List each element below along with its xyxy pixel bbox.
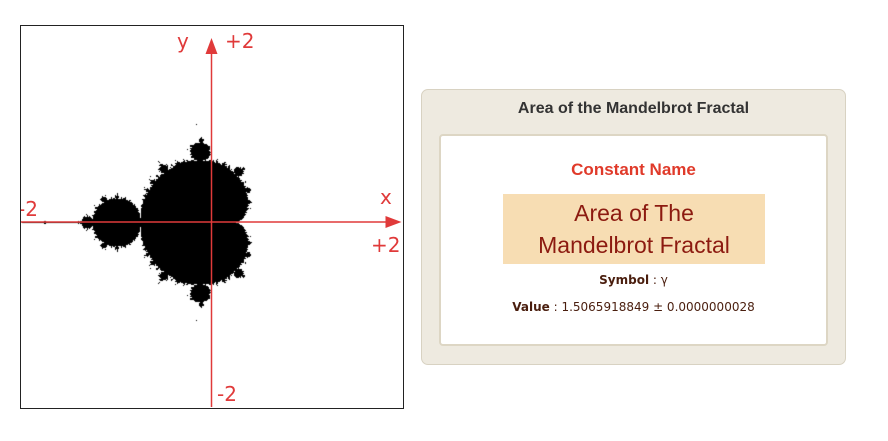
x-min-label: -2 [21, 197, 38, 221]
y-max-label: +2 [225, 29, 254, 53]
constant-info-card: Area of the Mandelbrot Fractal Constant … [421, 89, 846, 365]
y-axis-name: y [177, 29, 189, 53]
y-min-label: -2 [217, 382, 237, 406]
axes-overlay: y +2 -2 x +2 -2 [21, 29, 402, 407]
mandelbrot-diagram: y +2 -2 x +2 -2 [20, 25, 404, 409]
symbol-separator: : [649, 273, 661, 287]
x-axis-arrowhead [385, 216, 402, 228]
constant-name-box: Area of The Mandelbrot Fractal [503, 194, 765, 264]
value-key: Value [512, 300, 550, 314]
symbol-row: Symbol : γ [441, 273, 826, 287]
y-axis-arrowhead [205, 38, 218, 54]
value-row: Value : 1.5065918849 ± 0.0000000028 [441, 300, 826, 314]
x-max-label: +2 [371, 233, 400, 257]
card-title: Area of the Mandelbrot Fractal [517, 100, 750, 117]
value-separator: : [549, 300, 562, 314]
symbol-key: Symbol [599, 273, 650, 287]
section-label: Constant Name [571, 160, 696, 179]
x-axis-name: x [380, 185, 392, 209]
constant-name: Area of The Mandelbrot Fractal [538, 200, 730, 258]
symbol-value: γ [660, 273, 668, 287]
value-number: 1.5065918849 ± 0.0000000028 [561, 300, 755, 314]
card-content-panel: Constant Name Area of The Mandelbrot Fra… [439, 134, 828, 346]
